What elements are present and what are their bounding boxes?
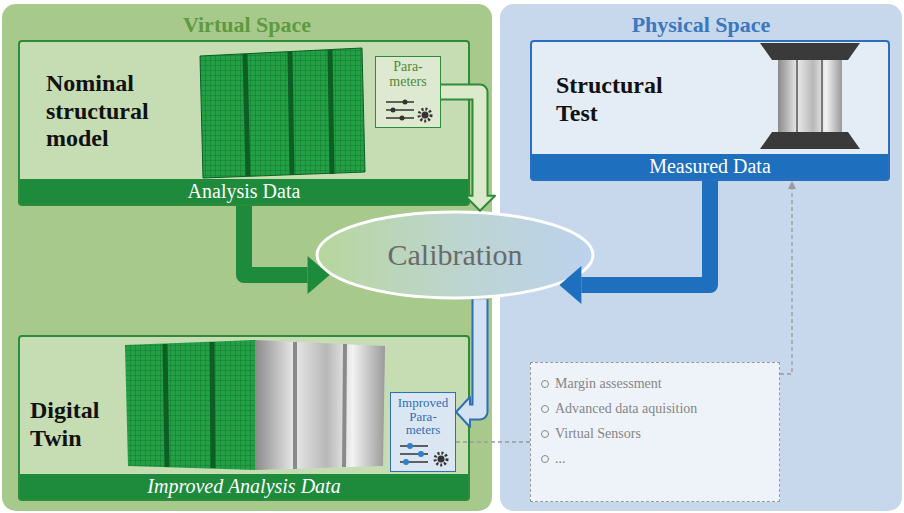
nominal-mesh-model — [290, 52, 292, 175]
parameter-box: Improved Para- meters — [390, 392, 456, 472]
digital-twin-model — [293, 342, 297, 469]
improved-parameters-slider-icon — [400, 453, 428, 455]
improved-parameters-slider-icon — [400, 445, 428, 447]
connector-arrow — [780, 181, 796, 374]
arrow-head — [308, 256, 330, 294]
list-item: Virtual Sensors — [531, 421, 779, 446]
improved-parameters-slider-icon — [418, 451, 424, 457]
arrow-shaft — [244, 206, 308, 275]
panel-title: Virtual Space — [2, 12, 492, 38]
dashed-line — [456, 441, 530, 442]
connector-arrow — [244, 206, 330, 294]
structural-test-photo — [760, 132, 860, 149]
structural-test-photo — [760, 43, 860, 60]
digital-twin-model — [125, 340, 255, 470]
usage-list-box: Margin assessmentAdvanced data aquisitio… — [530, 362, 780, 502]
connector-arrow — [441, 92, 495, 211]
list-item: Advanced data aquisition — [531, 396, 779, 421]
node-label: Improved Para- meters — [391, 393, 455, 437]
nominal-mesh-model — [330, 50, 332, 174]
data-bar-label: Analysis Data — [20, 179, 468, 204]
improved-parameters-slider-icon — [438, 456, 445, 463]
digital-twin-box: Improved Para- meters Digital TwinImprove… — [18, 335, 470, 501]
list-item: Margin assessment — [531, 371, 779, 396]
arrow-head — [559, 266, 581, 304]
improved-parameters-slider-icon — [400, 461, 428, 463]
arrow-fill — [467, 299, 480, 412]
arrow-head — [465, 196, 495, 211]
parameters-slider-icon — [386, 117, 414, 119]
data-bar-label: Improved Analysis Data — [20, 474, 468, 499]
structural-test-photo — [796, 60, 798, 132]
arrow-shaft — [581, 181, 710, 285]
arrow-fill — [441, 92, 480, 199]
parameters-slider-icon — [386, 100, 431, 122]
panel-title: Physical Space — [500, 12, 902, 38]
connector-arrow — [559, 181, 710, 304]
connector-arrow — [456, 442, 530, 443]
box-heading: Nominal structural model — [46, 70, 196, 153]
connector-arrow — [456, 299, 480, 427]
improved-parameters-slider-icon — [403, 459, 409, 465]
structural-test-photo — [778, 60, 842, 132]
digital-twin-model — [255, 340, 385, 470]
nominal-mesh-model — [245, 54, 248, 176]
data-bar-label: Measured Data — [532, 154, 888, 179]
parameters-slider-icon — [419, 109, 431, 121]
parameters-slider-icon — [400, 116, 405, 121]
calibration-ellipse-outline — [317, 212, 593, 298]
list-item: ... — [531, 446, 779, 471]
improved-parameters-slider-icon — [407, 443, 413, 449]
parameter-box: Para- meters — [375, 56, 441, 128]
parameters-slider-icon — [386, 101, 414, 103]
arrow-outline — [470, 299, 480, 412]
improved-parameters-slider-icon — [435, 453, 447, 465]
calibration-ellipse: Calibration — [315, 210, 595, 300]
arrow-head — [456, 397, 470, 427]
box-heading: Digital Twin — [30, 397, 130, 452]
structural-test-photo — [760, 43, 860, 149]
digital-twin-model — [165, 344, 167, 467]
arrow-outline — [441, 92, 480, 196]
structural-test-photo — [821, 60, 823, 132]
node-label: Calibration — [388, 238, 523, 272]
digital-twin-model — [212, 342, 213, 468]
box-heading: Structural Test — [556, 72, 696, 127]
nominal-mesh-model — [200, 48, 365, 178]
parameters-slider-icon — [422, 112, 429, 119]
physical-space-panel: Structural TestMeasured DataMargin asses… — [500, 4, 902, 511]
test-box: Structural TestMeasured Data — [530, 40, 890, 181]
parameters-slider-icon — [386, 109, 414, 111]
nominal-mesh-model — [200, 48, 365, 178]
node-label: Para- meters — [376, 57, 440, 89]
parameters-slider-icon — [403, 100, 408, 105]
digital-twin-model — [125, 340, 385, 470]
digital-twin-model — [344, 344, 345, 467]
parameters-slider-icon — [391, 108, 396, 113]
improved-parameters-slider-icon — [400, 443, 447, 465]
model-box: Para- meters Nominal structural modelAnal… — [18, 40, 470, 206]
arrow-head — [788, 181, 796, 189]
dashed-line — [780, 189, 792, 374]
